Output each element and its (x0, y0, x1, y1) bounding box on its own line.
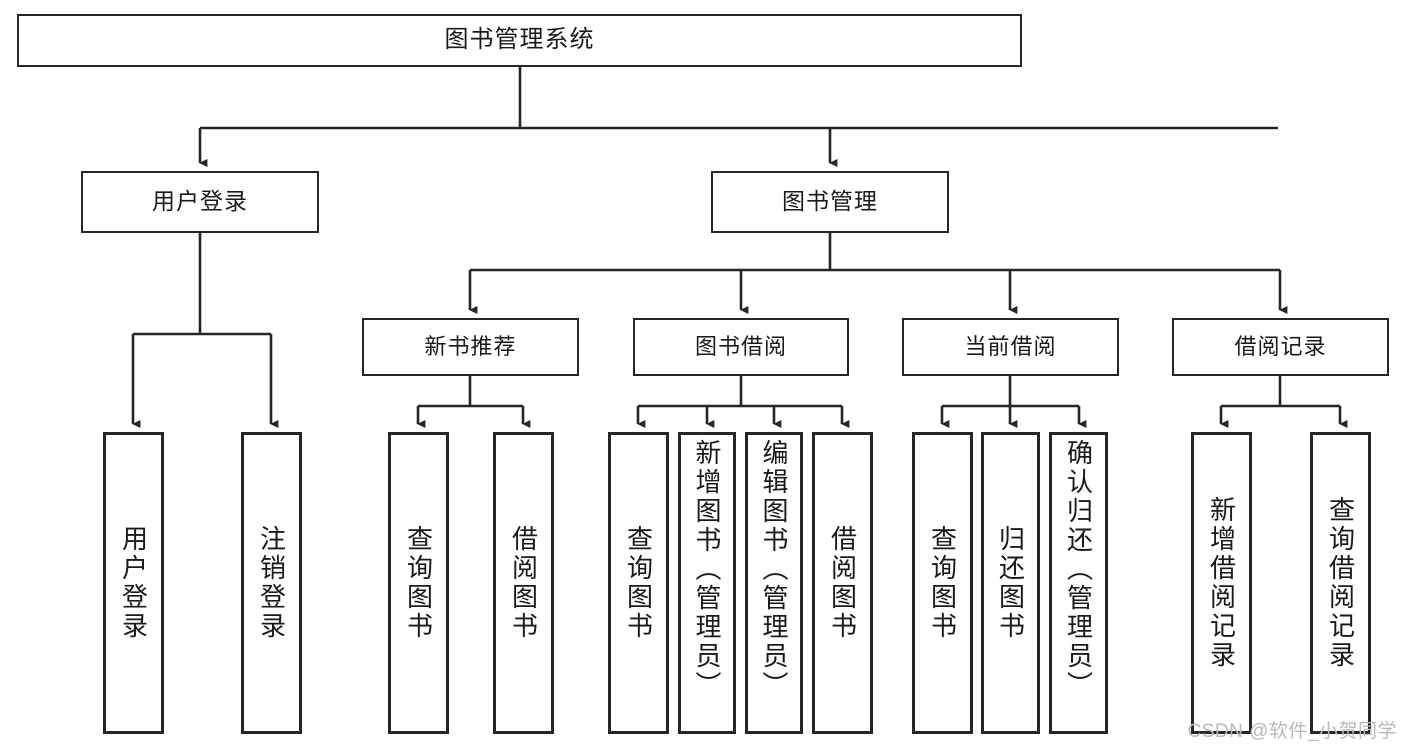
node-label: 当前借阅 (964, 333, 1057, 359)
leaf-return-book[interactable]: 归还图书 (981, 432, 1040, 734)
node-book-management-system[interactable]: 图书管理系统 (17, 14, 1022, 67)
node-label: 图书管理 (782, 188, 878, 215)
leaf-label: 查询图书 (403, 525, 434, 641)
watermark-text: CSDN @软件_小贺同学 (1187, 721, 1397, 742)
leaf-borrow-book-new[interactable]: 借阅图书 (493, 432, 554, 734)
leaf-label: 借阅图书 (827, 525, 858, 641)
leaf-label: 编辑图书（管理员） (759, 439, 789, 700)
leaf-query-book-borrow[interactable]: 查询图书 (608, 432, 669, 734)
node-book-borrow[interactable]: 图书借阅 (633, 318, 849, 376)
node-user-login[interactable]: 用户登录 (81, 171, 319, 233)
leaf-user-login[interactable]: 用户登录 (103, 432, 164, 734)
node-label: 新书推荐 (424, 333, 517, 359)
node-new-book-recommend[interactable]: 新书推荐 (362, 318, 579, 376)
leaf-label: 用户登录 (118, 525, 149, 641)
leaf-borrow-book[interactable]: 借阅图书 (812, 432, 873, 734)
leaf-label: 注销登录 (256, 525, 287, 641)
leaf-label: 借阅图书 (508, 525, 539, 641)
node-borrow-record[interactable]: 借阅记录 (1172, 318, 1389, 376)
leaf-add-book-admin[interactable]: 新增图书（管理员） (678, 432, 736, 734)
leaf-label: 新增图书（管理员） (692, 439, 722, 700)
leaf-query-book-new[interactable]: 查询图书 (388, 432, 449, 734)
node-current-borrow[interactable]: 当前借阅 (902, 318, 1119, 376)
node-label: 图书管理系统 (444, 26, 595, 54)
node-label: 用户登录 (152, 188, 248, 215)
node-label: 借阅记录 (1234, 333, 1327, 359)
leaf-label: 查询借阅记录 (1325, 496, 1356, 670)
leaf-label: 新增借阅记录 (1206, 496, 1237, 670)
node-book-management[interactable]: 图书管理 (711, 171, 949, 233)
leaf-query-borrow-record[interactable]: 查询借阅记录 (1310, 432, 1371, 734)
leaf-add-borrow-record[interactable]: 新增借阅记录 (1191, 432, 1252, 734)
leaf-edit-book-admin[interactable]: 编辑图书（管理员） (745, 432, 803, 734)
leaf-label: 查询图书 (927, 525, 958, 641)
leaf-query-book-current[interactable]: 查询图书 (912, 432, 973, 734)
leaf-logout[interactable]: 注销登录 (241, 432, 302, 734)
leaf-label: 归还图书 (995, 525, 1026, 641)
leaf-confirm-return-admin[interactable]: 确认归还（管理员） (1049, 432, 1108, 734)
node-label: 图书借阅 (694, 333, 787, 359)
leaf-label: 查询图书 (623, 525, 654, 641)
leaf-label: 确认归还（管理员） (1063, 439, 1094, 700)
